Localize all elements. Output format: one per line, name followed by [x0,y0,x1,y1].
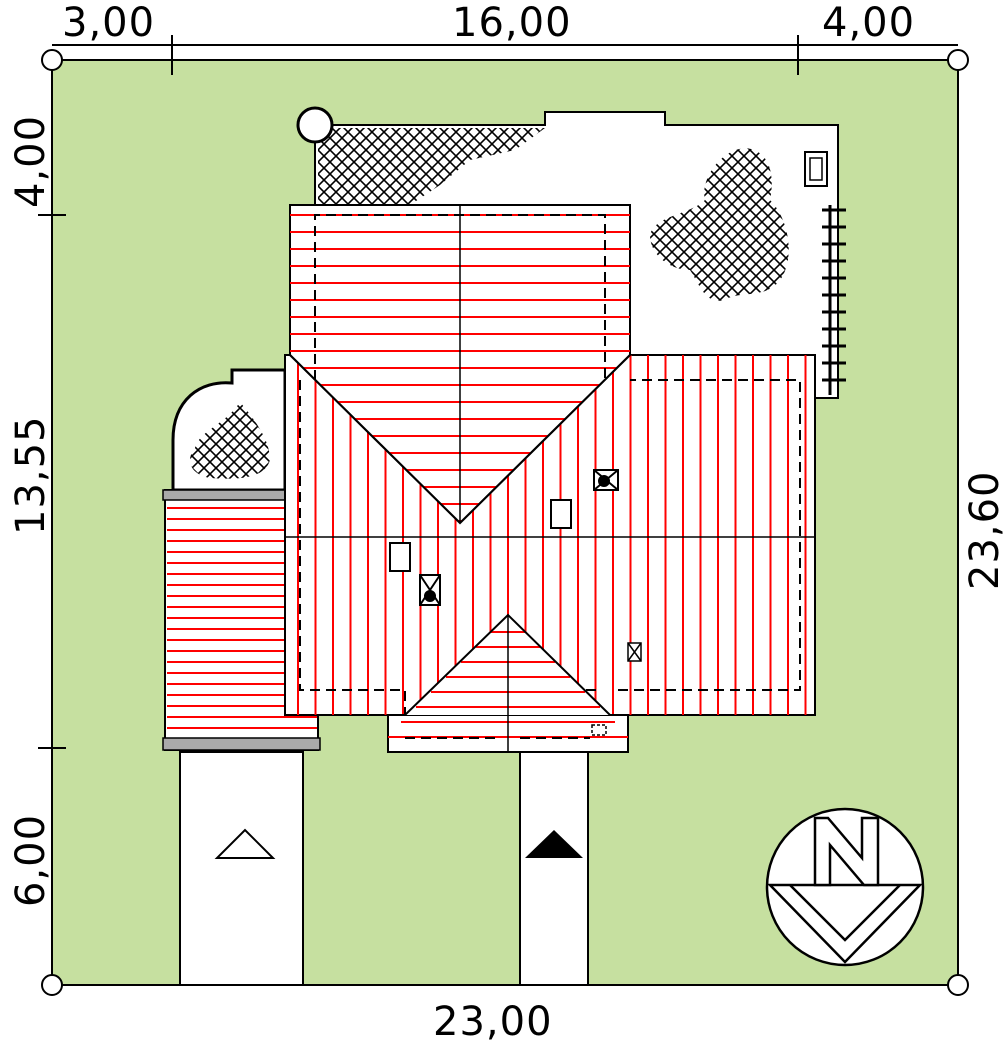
chimney-icon [593,469,619,491]
dim-left-bottom: 6,00 [8,814,54,907]
column [296,106,334,144]
dim-top-middle: 16,00 [452,0,572,46]
entrance-triangle-filled-icon [525,830,583,858]
dim-top-left: 3,00 [62,0,155,46]
lower-gable-roof [387,613,629,753]
driveway-right [519,751,589,986]
dim-top-right: 4,00 [822,0,915,46]
chimney-icon [419,574,441,606]
left-terrace [171,368,287,492]
entrance-triangle-outline-icon [214,828,276,859]
roof-window [389,542,411,572]
dim-left-middle: 13,55 [8,415,54,535]
corner-markers [41,49,969,996]
dim-left-top: 4,00 [8,115,54,208]
north-arrow-icon [765,807,925,967]
driveway-left [179,751,304,986]
fence [822,205,846,395]
roof-window [550,499,572,529]
terrace [290,106,846,399]
dim-right: 23,60 [962,470,1008,590]
dim-bottom: 23,00 [433,999,553,1040]
dimension-lines [38,35,958,749]
vent-icon [627,642,642,662]
